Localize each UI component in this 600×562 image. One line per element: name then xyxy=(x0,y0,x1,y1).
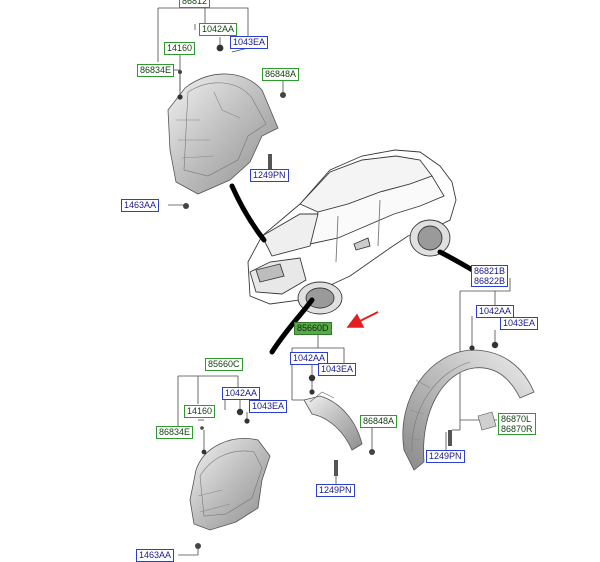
part-label-1042aa-front-left[interactable]: 1042AA xyxy=(222,387,261,400)
part-label-14160[interactable]: 14160 xyxy=(164,42,196,55)
part-label-86821b[interactable]: 86821B xyxy=(474,266,506,276)
part-label-86834e-front-left[interactable]: 86834E xyxy=(156,426,194,439)
part-label-1043ea[interactable]: 1043EA xyxy=(230,36,269,49)
vehicle-illustration xyxy=(247,149,457,315)
highlight-arrow xyxy=(346,311,379,328)
part-label-86834e[interactable]: 86834E xyxy=(137,64,175,77)
part-label-86822b[interactable]: 86822B xyxy=(474,276,506,286)
part-label-1042aa-rear[interactable]: 1042AA xyxy=(476,305,515,318)
front-inner-liner-top xyxy=(167,44,286,209)
part-label-14160-front-left[interactable]: 14160 xyxy=(184,405,216,418)
part-label-1249pn-front-right[interactable]: 1249PN xyxy=(316,484,355,497)
leader-lines xyxy=(157,7,511,556)
part-label-85660d[interactable]: 85660D xyxy=(294,322,332,335)
part-label-1463aa-front-left[interactable]: 1463AA xyxy=(136,549,175,562)
part-label-1043ea-front-left[interactable]: 1043EA xyxy=(249,400,288,413)
part-label-1463aa[interactable]: 1463AA xyxy=(121,199,160,212)
part-label-86812[interactable]: 86812 xyxy=(179,0,211,8)
part-label-86870r[interactable]: 86870R xyxy=(501,424,533,434)
part-label-86870l[interactable]: 86870L xyxy=(501,414,532,424)
part-label-86848a-front-right[interactable]: 86848A xyxy=(360,415,398,428)
part-label-1042aa[interactable]: 1042AA xyxy=(199,23,238,36)
part-label-1249pn[interactable]: 1249PN xyxy=(250,169,289,182)
part-label-1042aa-front-right[interactable]: 1042AA xyxy=(290,352,329,365)
front-left-liner xyxy=(189,408,271,549)
part-label-1043ea-rear[interactable]: 1043EA xyxy=(500,317,539,330)
part-label-1249pn-rear[interactable]: 1249PN xyxy=(426,450,465,463)
part-label-86870l-86870r[interactable]: 86870L 86870R xyxy=(498,413,536,435)
part-label-85660c[interactable]: 85660C xyxy=(205,358,243,371)
part-label-86848a[interactable]: 86848A xyxy=(262,68,300,81)
front-right-liner xyxy=(303,374,375,476)
part-label-86821b-86822b[interactable]: 86821B 86822B xyxy=(471,265,509,287)
part-label-1043ea-front-right[interactable]: 1043EA xyxy=(318,363,357,376)
rear-wheel-guard xyxy=(402,341,535,471)
